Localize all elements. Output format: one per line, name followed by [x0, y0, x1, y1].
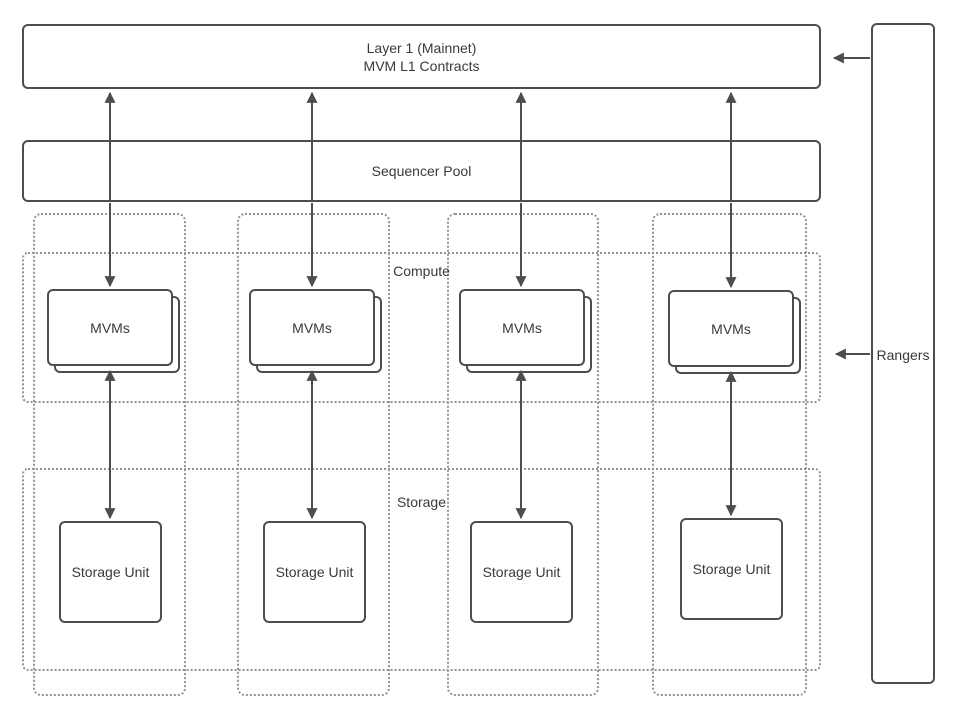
rangers-label: Rangers: [876, 347, 930, 363]
storage-unit-node-3: Storage Unit: [470, 521, 573, 623]
column-group-3: [447, 213, 599, 696]
column-group-4: [652, 213, 807, 696]
mvms-label: MVMs: [711, 320, 751, 337]
mvms-box: MVMs: [47, 289, 173, 366]
storage-unit-node-2: Storage Unit: [263, 521, 366, 623]
compute-region: Compute: [22, 252, 821, 403]
mvms-node-4: MVMs: [668, 290, 801, 374]
mvms-label: MVMs: [90, 319, 130, 336]
storage-unit-node-1: Storage Unit: [59, 521, 162, 623]
mvms-box: MVMs: [668, 290, 794, 367]
mvms-box: MVMs: [249, 289, 375, 366]
mvms-node-3: MVMs: [459, 289, 592, 373]
rangers-box: Rangers: [871, 23, 935, 684]
mvms-box: MVMs: [459, 289, 585, 366]
layer1-mainnet-box: Layer 1 (Mainnet) MVM L1 Contracts: [22, 24, 821, 89]
storage-region: Storage: [22, 468, 821, 671]
layer1-title-line1: Layer 1 (Mainnet): [366, 39, 477, 56]
sequencer-pool-box: Sequencer Pool: [22, 140, 821, 202]
storage-unit-node-4: Storage Unit: [680, 518, 783, 620]
mvms-label: MVMs: [292, 319, 332, 336]
storage-unit-label: Storage Unit: [692, 561, 771, 577]
storage-unit-label: Storage Unit: [71, 564, 150, 580]
mvms-label: MVMs: [502, 319, 542, 336]
sequencer-pool-label: Sequencer Pool: [371, 163, 472, 179]
column-group-2: [237, 213, 390, 696]
layer1-title-line2: MVM L1 Contracts: [363, 57, 480, 74]
storage-region-label: Storage: [396, 494, 447, 510]
storage-unit-label: Storage Unit: [275, 564, 354, 580]
mvms-node-2: MVMs: [249, 289, 382, 373]
compute-region-label: Compute: [393, 263, 450, 279]
mvms-node-1: MVMs: [47, 289, 180, 373]
storage-unit-label: Storage Unit: [482, 564, 561, 580]
